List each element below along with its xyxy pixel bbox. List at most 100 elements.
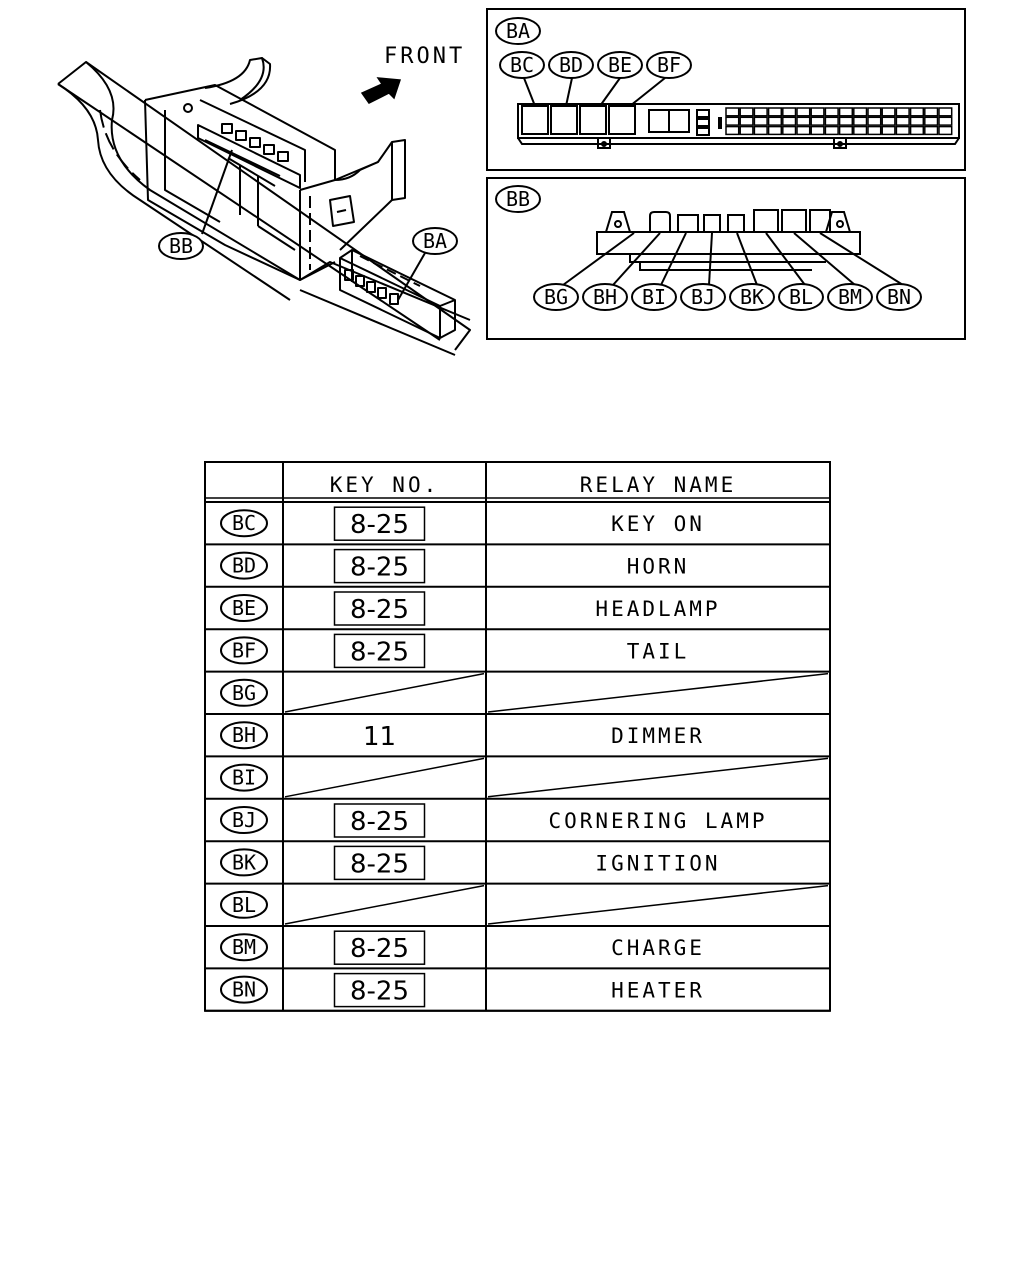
callout-bh: BH — [582, 283, 628, 311]
callout-bk: BK — [729, 283, 775, 311]
row-key-no: 8-25 — [350, 977, 409, 1007]
row-code: BH — [220, 721, 268, 750]
front-label: FRONT — [384, 44, 465, 69]
callout-bd: BD — [548, 51, 594, 79]
svg-text:BM: BM — [232, 935, 256, 959]
table-row: BE 8-25 HEADLAMP — [205, 591, 830, 631]
key-box — [333, 506, 426, 541]
chassis-illustration — [57, 57, 471, 356]
row-key-no: 8-25 — [350, 510, 409, 540]
row-code: BD — [220, 551, 268, 580]
svg-text:BK: BK — [740, 285, 764, 309]
fuse-grid — [725, 107, 953, 136]
front-arrow-icon — [360, 77, 402, 104]
callout-bm: BM — [827, 283, 873, 311]
svg-text:BJ: BJ — [691, 285, 715, 309]
svg-text:BC: BC — [232, 511, 256, 535]
svg-text:BC: BC — [510, 53, 534, 77]
row-relay-name: HEATER — [611, 979, 705, 1003]
key-box — [333, 803, 426, 838]
callout-bi: BI — [631, 283, 677, 311]
svg-text:BI: BI — [642, 285, 666, 309]
panel-bb-title: BB — [506, 187, 530, 211]
svg-text:BA: BA — [423, 229, 447, 253]
panel-ba-title: BA — [506, 19, 530, 43]
row-relay-name: IGNITION — [595, 851, 720, 875]
table-row: BD 8-25 HORN — [205, 548, 830, 588]
svg-text:BF: BF — [657, 53, 681, 77]
row-key-no: 8-25 — [350, 637, 409, 667]
svg-text:BL: BL — [232, 893, 256, 917]
row-code: BE — [220, 594, 268, 622]
table-row: BK 8-25 IGNITION — [205, 845, 830, 885]
svg-text:BE: BE — [608, 53, 632, 77]
svg-text:BB: BB — [169, 234, 193, 258]
row-code: BI — [220, 763, 268, 792]
key-box — [333, 633, 426, 669]
row-relay-name: TAIL — [627, 639, 690, 663]
svg-text:BL: BL — [789, 285, 813, 309]
row-key-no: 8-25 — [350, 553, 409, 583]
row-relay-name: KEY ON — [611, 512, 705, 536]
callout-bl: BL — [778, 283, 824, 311]
header-key-no: KEY NO. — [330, 473, 440, 497]
row-key-no: 8-25 — [350, 934, 409, 964]
table-row: BG — [205, 672, 830, 715]
empty-cell-slash — [487, 672, 829, 713]
table-row: BF 8-25 TAIL — [205, 633, 830, 673]
table-row: BN 8-25 HEATER — [205, 972, 830, 1012]
callout-bn: BN — [876, 283, 922, 311]
table-row: BM 8-25 CHARGE — [205, 930, 830, 970]
table-row: BC 8-25 KEY ON — [205, 506, 830, 546]
row-code: BC — [220, 509, 268, 538]
empty-cell-slash — [284, 884, 485, 925]
svg-text:BG: BG — [232, 681, 256, 705]
row-code: BN — [220, 975, 268, 1004]
svg-text:BG: BG — [544, 285, 568, 309]
empty-cell-slash — [284, 757, 485, 798]
row-relay-name: CHARGE — [611, 936, 705, 960]
callout-be: BE — [597, 51, 643, 79]
row-code: BF — [220, 636, 268, 665]
callout-bg: BG — [533, 283, 579, 311]
callout-bc: BC — [499, 51, 545, 79]
row-key-no: 8-25 — [350, 595, 409, 625]
empty-cell-slash — [487, 884, 829, 925]
empty-cell-slash — [284, 672, 485, 713]
svg-text:BI: BI — [232, 766, 256, 790]
svg-text:BK: BK — [232, 850, 256, 874]
panel-ba: BA BC BD BE BF — [486, 8, 966, 171]
row-key-no: 8-25 — [350, 849, 409, 879]
panel-bb: BB BG BH BI BJ BK BL BM BN — [486, 177, 966, 340]
key-box — [333, 845, 426, 881]
header-relay-name: RELAY NAME — [580, 473, 736, 497]
callout-bf: BF — [646, 51, 692, 79]
row-relay-name: DIMMER — [611, 724, 705, 748]
svg-text:BN: BN — [887, 285, 911, 309]
svg-text:BE: BE — [232, 596, 256, 620]
table-row: BI — [205, 757, 830, 800]
row-code: BK — [220, 848, 268, 877]
row-code: BG — [220, 678, 268, 707]
svg-text:BN: BN — [232, 978, 256, 1002]
row-code: BM — [220, 933, 268, 962]
key-box — [333, 591, 426, 626]
callout-bb: BB — [158, 232, 204, 260]
svg-text:BJ: BJ — [232, 808, 256, 832]
svg-text:BF: BF — [232, 638, 256, 662]
svg-text:BM: BM — [838, 285, 862, 309]
row-relay-name: HEADLAMP — [595, 597, 720, 621]
row-relay-name: HORN — [627, 555, 690, 579]
row-code: BL — [220, 890, 268, 919]
row-code: BJ — [220, 806, 268, 834]
svg-text:BH: BH — [232, 723, 256, 747]
callout-bj: BJ — [680, 283, 726, 311]
table-row: BL — [205, 884, 830, 927]
svg-text:BH: BH — [593, 285, 617, 309]
row-key-no: 8-25 — [350, 807, 409, 837]
key-box — [333, 972, 426, 1008]
